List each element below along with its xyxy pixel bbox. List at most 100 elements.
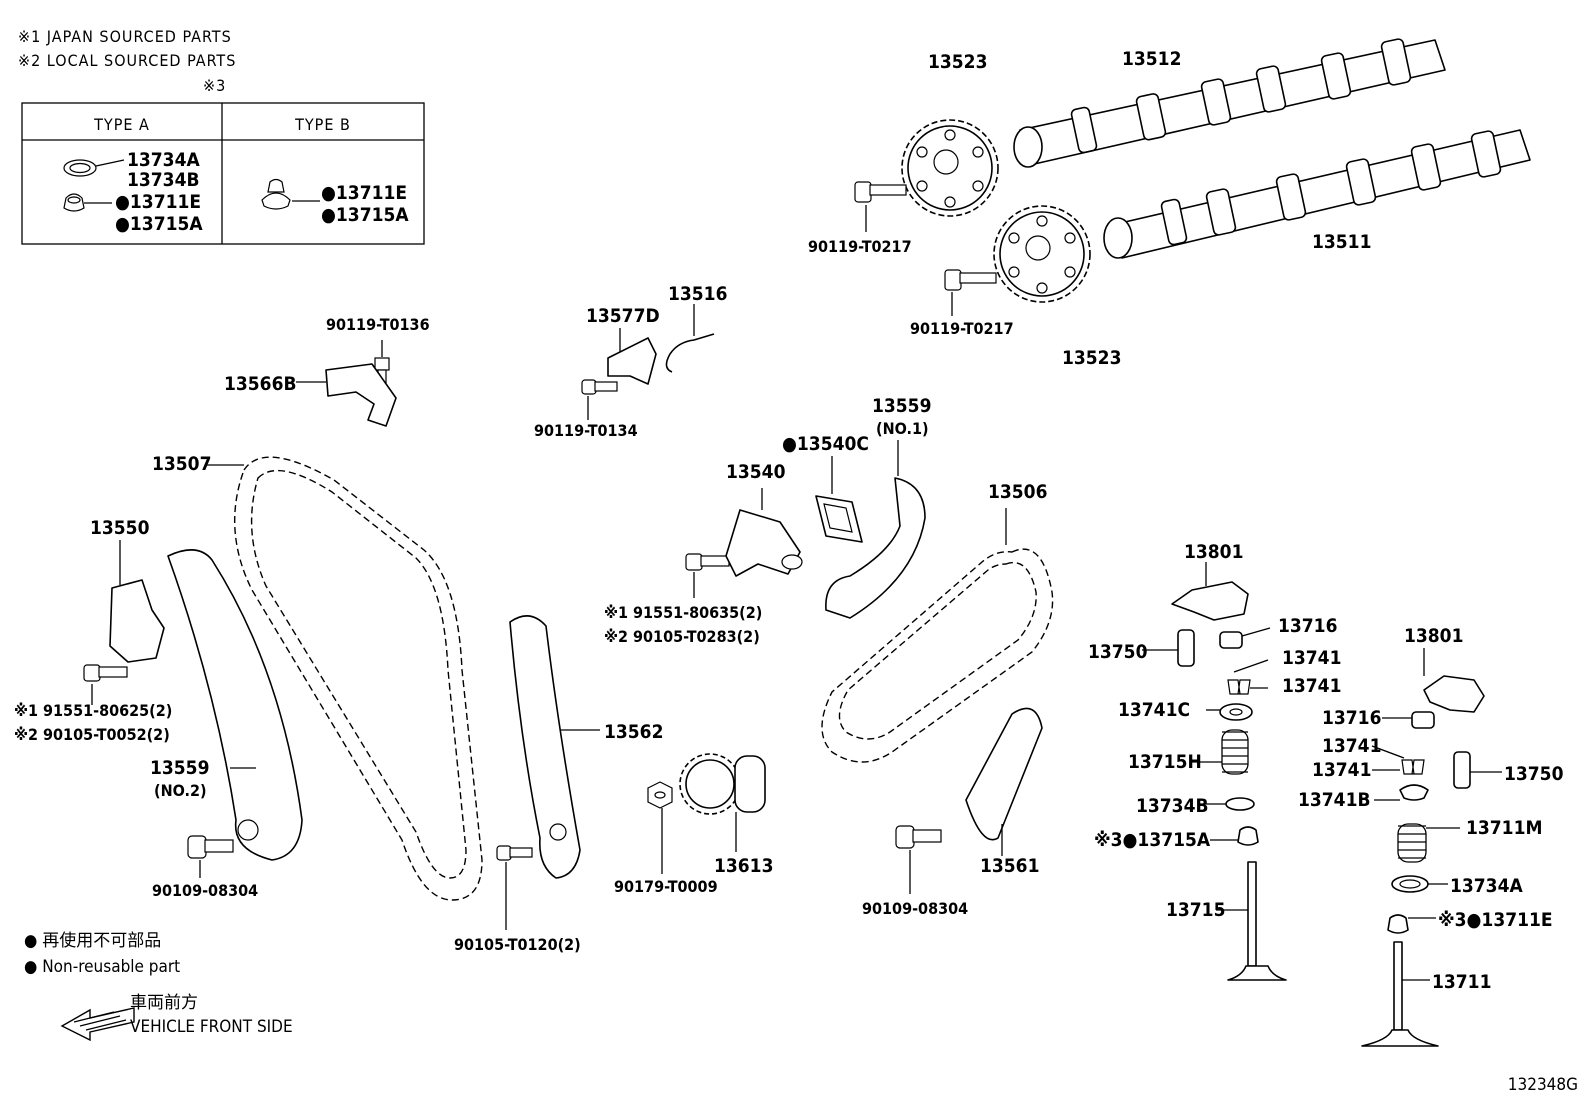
label-13550: 13550 [90,517,150,539]
label-13559-no1-sub: (NO.1) [876,419,929,438]
label-13741-d: 13741 [1312,759,1371,781]
label-13562: 13562 [604,721,663,743]
lash-adjuster-13750-a [1142,629,1195,667]
label-13507: 13507 [152,453,211,475]
label-13559-no2-sub: (NO.2) [154,781,207,800]
label-13734b: 13734B [1136,795,1209,817]
diagram-id: 132348G [1508,1075,1578,1095]
label-13741-c: 13741 [1322,735,1381,757]
label-13801-b: 13801 [1404,625,1463,647]
timing-chain-13507 [206,456,483,901]
label-13711: 13711 [1432,971,1491,993]
valve-cap-13716-b [1382,711,1435,729]
label-13716-a: 13716 [1278,615,1337,637]
seat-washer-13734a [1391,875,1448,893]
label-13512: 13512 [1122,48,1181,70]
camshaft-13512 [1013,38,1446,168]
spring-retainer-13741b [1374,784,1429,801]
label-13516: 13516 [668,283,727,305]
valve-spring-13715h [1190,729,1249,775]
label-13741c: 13741C [1118,699,1190,721]
label-13711m: 13711M [1466,817,1542,839]
label-90179-t0009: 90179-T0009 [614,877,718,896]
bolt-90109-08304-b [895,825,942,894]
label-91551-80635: ※1 91551-80635(2) [604,603,762,622]
valve-13715 [1216,861,1287,981]
label-13741-a: 13741 [1282,647,1341,669]
bolt-91551-80625 [83,664,128,705]
label-13559-no2: 13559 [150,757,209,779]
label-90119-t0136: 90119-T0136 [326,315,430,334]
legend-non-reusable-jp: ● 再使用不可部品 [24,930,161,951]
label-13750-b: 13750 [1504,763,1564,785]
label-13801-a: 13801 [1184,541,1243,563]
valve-seal-13715a [1210,826,1259,846]
label-13523-top: 13523 [928,51,987,73]
bracket-13577d [607,328,657,385]
chain-guide-13562 [509,615,600,879]
part-labels: 13523 13512 13511 90119-T0217 90119-T021… [14,48,1564,993]
label-13561: 13561 [980,855,1039,877]
cam-sprocket-13523-lower [993,205,1091,303]
label-90119-t0217-a: 90119-T0217 [808,237,912,256]
spring-retainer-13741c [1206,703,1253,721]
label-13741-b: 13741 [1282,675,1341,697]
type-b-header: TYPE B [294,115,351,134]
label-13523-bottom: 13523 [1062,347,1121,369]
legend: ● 再使用不可部品 ● Non-reusable part 車両前方 VEHIC… [24,930,293,1042]
valve-keepers-13741-a [1227,659,1269,695]
label-13559-no1: 13559 [872,395,931,417]
crank-sprocket-13613 [679,753,766,852]
bolt-90119-t0217-a [854,181,907,232]
valve-cap-13716-a [1219,627,1271,649]
legend-non-reusable-en: ● Non-reusable part [24,957,180,977]
pipe-13516 [665,304,715,373]
vehicle-front-arrow-icon [60,1007,135,1042]
seat-washer-13734b [1200,797,1255,811]
bracket-13566b [296,363,397,427]
label-13711e: ※3●13711E [1438,909,1553,931]
nut-90179-t0009 [647,781,673,874]
label-90109-08304-b: 90109-08304 [862,899,968,918]
bolt-91551-80635 [685,553,730,598]
note-local-sourced: ※2 LOCAL SOURCED PARTS [18,51,236,70]
note-japan-sourced: ※1 JAPAN SOURCED PARTS [18,27,232,46]
legend-front-jp: 車両前方 [130,993,198,1013]
label-13750-a: 13750 [1088,641,1148,663]
label-13566b: 13566B [224,373,297,395]
sourcing-notes: ※1 JAPAN SOURCED PARTS ※2 LOCAL SOURCED … [18,27,236,95]
type-a-part-13734a: 13734A [127,149,200,171]
label-13577d: 13577D [586,305,660,327]
valve-13711 [1361,941,1439,1047]
label-90105-t0052: ※2 90105-T0052(2) [14,725,170,744]
label-90119-t0217-b: 90119-T0217 [910,319,1014,338]
label-13506: 13506 [988,481,1047,503]
label-13716-b: 13716 [1322,707,1381,729]
bolt-90119-t0217-b [944,269,997,316]
label-13540: 13540 [726,461,786,483]
tensioner-13540 [725,488,803,577]
chain-guide-13559-no1 [825,440,926,619]
camshaft-13511 [1103,129,1531,259]
bolt-90119-t0134 [581,379,618,420]
type-table-frame [21,102,425,245]
valve-keepers-13741-b [1371,745,1425,775]
label-13715h: 13715H [1128,751,1202,773]
type-b-part-13715a: ●13715A [321,204,409,226]
label-13511: 13511 [1312,231,1371,253]
valve-seal-13711e [1387,914,1436,934]
chain-tensioner-arm-13550 [109,540,165,663]
label-91551-80625: ※1 91551-80625(2) [14,701,172,720]
valve-spring-13711m [1397,823,1460,863]
label-13734a: 13734A [1450,875,1523,897]
valve-seal-icon-b [261,192,291,210]
type-a-part-13734b: 13734B [127,169,200,191]
rocker-arm-13801-a [1171,562,1249,621]
label-90105-t0283: ※2 90105-T0283(2) [604,627,760,646]
chain-guide-13561 [965,707,1043,856]
chain-guide-13559-no2 [167,549,303,861]
type-a-part-13711e: ●13711E [115,191,201,213]
cam-sprocket-13523-upper [901,119,999,217]
label-90119-t0134: 90119-T0134 [534,421,638,440]
